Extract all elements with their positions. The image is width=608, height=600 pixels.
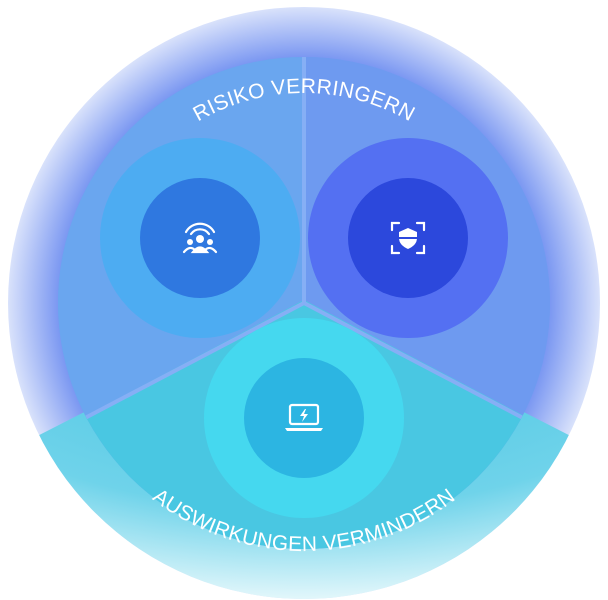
node-shield[interactable] [308,138,508,338]
sector-divider [303,301,524,420]
node-people[interactable] [100,138,300,338]
sector-divider [84,301,305,420]
people-broadcast-icon [182,222,218,254]
node-laptop[interactable] [204,318,404,518]
shield-scan-icon [390,221,426,255]
laptop-lightning-icon [285,403,323,431]
